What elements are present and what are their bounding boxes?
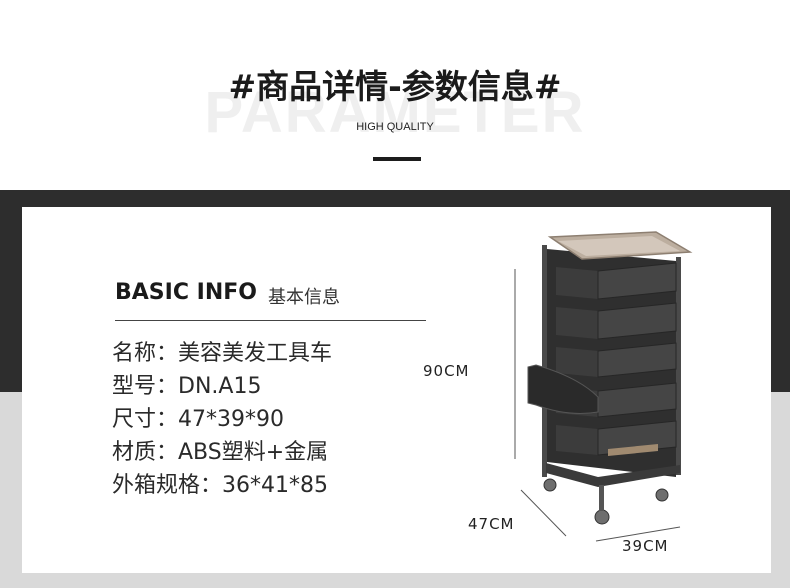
basic-info-heading-cn: 基本信息 bbox=[268, 287, 340, 308]
side-holster bbox=[527, 364, 599, 414]
drawer-5-liner bbox=[608, 444, 658, 456]
basic-info-heading: BASIC INFO bbox=[115, 280, 257, 305]
info-card: BASIC INFO 基本信息 名称：美容美发工具车 型号：DN.A15 尺寸：… bbox=[22, 207, 771, 573]
top-tray-inner bbox=[558, 236, 680, 256]
spec-model: 型号：DN.A15 bbox=[112, 374, 262, 399]
drawer-3-side bbox=[556, 347, 598, 377]
caster-wheel-3 bbox=[655, 488, 669, 502]
spec-size: 尺寸：47*39*90 bbox=[112, 407, 284, 432]
spec-name: 名称：美容美发工具车 bbox=[112, 341, 333, 366]
heading-divider bbox=[115, 320, 426, 321]
drawer-2-side bbox=[556, 307, 598, 339]
drawer-5-side bbox=[556, 425, 598, 455]
drawer-3-front bbox=[597, 342, 677, 378]
left-post bbox=[542, 245, 547, 477]
caster-wheel-2 bbox=[594, 509, 610, 525]
ghost-watermark-text: PARAMETER bbox=[204, 80, 586, 145]
dimension-width-label: 39CM bbox=[622, 537, 669, 555]
dimension-height-label: 90CM bbox=[423, 362, 470, 380]
drawer-2-front bbox=[597, 302, 677, 340]
header-section: PARAMETER #商品详情-参数信息# HIGH QUALITY bbox=[0, 0, 790, 190]
width-dimension-line bbox=[595, 526, 681, 542]
section-subtitle: HIGH QUALITY bbox=[356, 121, 434, 133]
caster-stem bbox=[599, 485, 604, 511]
trolley-cart-image bbox=[514, 231, 693, 542]
drawer-1-front bbox=[597, 262, 677, 300]
spec-carton-size: 外箱规格：36*41*85 bbox=[112, 473, 328, 498]
right-post bbox=[676, 257, 681, 475]
dimension-depth-label: 47CM bbox=[468, 515, 515, 533]
caster-wheel-1 bbox=[543, 478, 557, 492]
drawer-1-side bbox=[556, 267, 598, 299]
section-title: #商品详情-参数信息# bbox=[228, 67, 562, 106]
title-underline bbox=[373, 157, 421, 161]
spec-list: 名称：美容美发工具车 型号：DN.A15 尺寸：47*39*90 材质：ABS塑… bbox=[112, 337, 332, 502]
spec-material: 材质：ABS塑料+金属 bbox=[112, 440, 329, 465]
depth-dimension-line bbox=[520, 489, 567, 537]
cart-base bbox=[546, 463, 680, 487]
